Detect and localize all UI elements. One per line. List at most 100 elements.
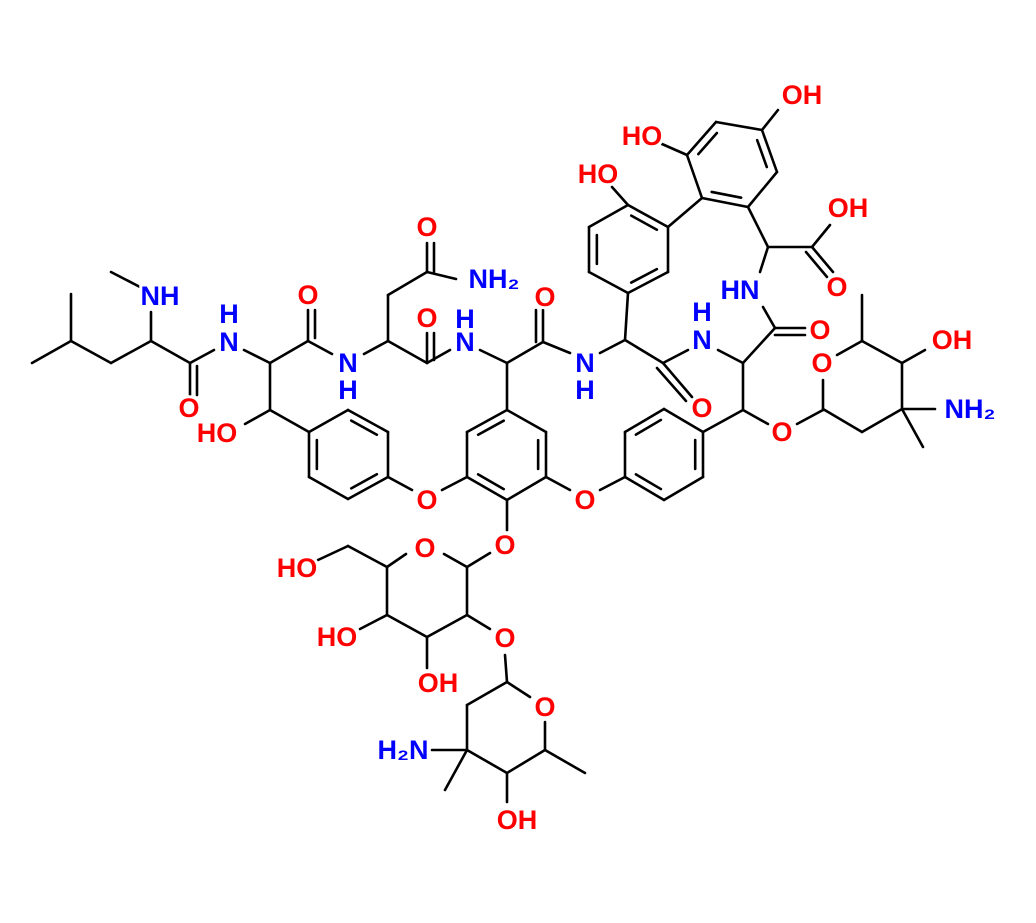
nitrogen-atom-label: N (455, 327, 475, 357)
bond (346, 544, 389, 569)
bond (761, 305, 777, 330)
nitrogen-atom-label: NH₂ (945, 394, 996, 424)
benzene-ring-c-bond (623, 407, 666, 434)
bond (109, 270, 142, 289)
bond (109, 339, 153, 365)
nitrogen-atom-label: H (338, 375, 358, 405)
benzene-ring-a-bond (346, 475, 390, 501)
benzene-ring-a-double-bond (349, 472, 379, 490)
benzene-ring-c-double-bond (634, 418, 663, 436)
nitrogen-atom-label: N (575, 348, 595, 378)
oxygen-atom-label: O (416, 303, 437, 333)
bond (623, 291, 630, 342)
nitrogen-atom-label: H (692, 297, 712, 327)
bond (465, 551, 492, 569)
bond (543, 748, 587, 775)
benzene-ring-b-bond (505, 475, 548, 502)
bond (795, 408, 825, 426)
oxygen-atom-label: HO (578, 159, 619, 189)
bond (425, 270, 458, 281)
oxygen-atom-label: O (297, 280, 318, 310)
benzene-ring-c-bond (662, 475, 705, 502)
oxygen-atom-label: O (494, 530, 515, 560)
bond (701, 408, 745, 434)
bond (760, 108, 780, 132)
bond (860, 339, 904, 365)
bond (306, 339, 334, 356)
benzene-ring-e-bond (626, 203, 670, 229)
bond (660, 142, 689, 157)
benzene-ring-b-double-bond (476, 419, 506, 437)
oxygen-atom-label: OH (418, 668, 459, 698)
bond (386, 475, 414, 492)
oxygen-atom-label: HO (317, 622, 358, 652)
benzene-ring-d-double-bond (710, 190, 743, 199)
nitrogen-atom-label: NH₂ (469, 264, 520, 294)
bond (316, 544, 350, 562)
benzene-ring-e-bond (626, 270, 670, 295)
benzene-ring-c-bond (623, 475, 666, 502)
oxygen-atom-label: O (534, 282, 555, 312)
bond (835, 339, 864, 357)
oxygen-atom-label: O (414, 533, 435, 563)
oxygen-atom-label: O (811, 348, 832, 378)
bond (478, 348, 509, 365)
bond (598, 338, 627, 355)
oxygen-atom-label: HO (277, 553, 318, 583)
bond (386, 270, 429, 297)
bond (149, 339, 192, 365)
oxygen-atom-label: O (178, 393, 199, 423)
nitrogen-atom-label: N (219, 327, 239, 357)
benzene-ring-d-bond (685, 120, 718, 157)
benzene-ring-c-double-bond (634, 473, 663, 491)
oxygen-atom-label: HO (197, 418, 238, 448)
benzene-ring-d-bond (685, 153, 704, 200)
bond (465, 680, 509, 707)
bond (503, 653, 509, 684)
benzene-ring-e-bond (587, 203, 630, 229)
bond (661, 348, 690, 365)
oxygen-atom-label: O (574, 485, 595, 515)
bond (268, 339, 310, 365)
bond-layer (30, 108, 937, 804)
bond (900, 407, 925, 449)
bond (243, 408, 272, 426)
oxygen-atom-label: O (771, 417, 792, 447)
bond (860, 407, 904, 434)
bond (425, 348, 452, 365)
bond (505, 680, 532, 699)
bond (30, 339, 73, 365)
bond (385, 613, 429, 639)
oxygen-atom-label: OH (782, 80, 823, 110)
oxygen-atom-label: O (534, 692, 555, 722)
oxygen-atom-label: OH (828, 193, 869, 223)
bond (661, 361, 694, 399)
bond (425, 613, 469, 639)
benzene-ring-e-double-bond (629, 214, 659, 232)
bond (746, 205, 770, 249)
nitrogen-atom-label: N (338, 348, 358, 378)
bond (810, 245, 835, 274)
bond (443, 748, 469, 792)
bond (386, 339, 429, 365)
bond (362, 339, 390, 356)
bond (821, 407, 864, 434)
benzene-ring-d-bond (760, 128, 779, 174)
oxygen-atom-label: O (416, 212, 437, 242)
oxygen-atom-label: OH (932, 325, 973, 355)
benzene-ring-e-bond (587, 270, 630, 295)
bond (465, 613, 492, 631)
bond (758, 245, 770, 274)
bond (69, 339, 113, 365)
bond (541, 340, 572, 355)
bond (188, 348, 216, 365)
bond (442, 552, 469, 569)
bond (804, 250, 829, 279)
bond (358, 613, 389, 631)
bond (544, 475, 572, 492)
nitrogen-atom-label: H (219, 299, 239, 329)
benzene-ring-c-bond (662, 407, 705, 434)
benzene-ring-d-double-bond (755, 138, 769, 169)
bond (741, 326, 777, 365)
